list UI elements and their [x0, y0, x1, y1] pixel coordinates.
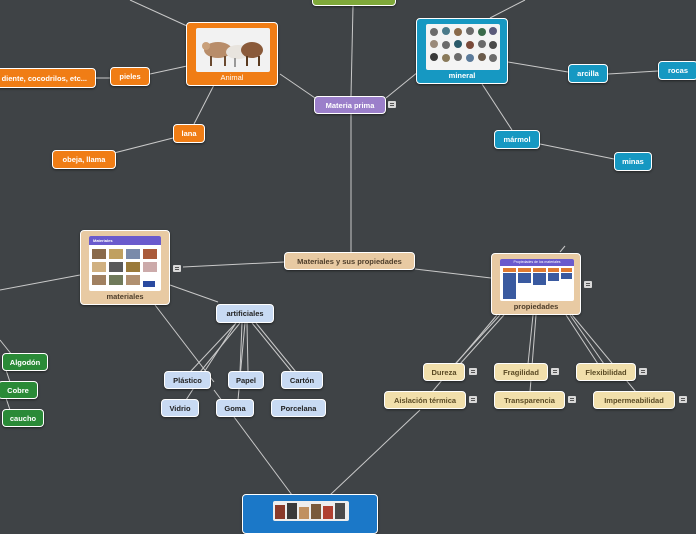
- connector-lines: [0, 0, 659, 496]
- impermeabilidad-label: Impermeabilidad: [604, 395, 664, 405]
- caucho-label: caucho: [9, 413, 37, 423]
- papel-label: Papel: [235, 375, 256, 385]
- arcilla-node[interactable]: arcilla: [568, 64, 608, 83]
- note-icon[interactable]: [551, 368, 559, 375]
- note-icon[interactable]: [469, 396, 477, 403]
- fragilidad-label: Fragilidad: [503, 367, 539, 377]
- goma-label: Goma: [224, 403, 246, 413]
- reptiles-label: diente, cocodrilos, etc...: [1, 73, 87, 83]
- animal-label: Animal: [220, 73, 244, 82]
- carton-node[interactable]: Cartón: [281, 371, 323, 389]
- top-node-partial[interactable]: [312, 0, 396, 6]
- propiedades-image: Propiedades de los materiales: [500, 259, 574, 301]
- lana-label: lana: [181, 129, 197, 138]
- fragilidad-node[interactable]: Fragilidad: [494, 363, 548, 381]
- impermeabilidad-node[interactable]: Impermeabilidad: [593, 391, 675, 409]
- porcelana-label: Porcelana: [280, 403, 317, 413]
- artificiales-label: artificiales: [226, 309, 264, 318]
- bottom-node-image: [273, 501, 349, 521]
- minas-node[interactable]: minas: [614, 152, 652, 171]
- mineral-label: mineral: [448, 71, 476, 80]
- animal-node[interactable]: Animal: [186, 22, 278, 86]
- materiales-image: Materiales: [89, 236, 161, 291]
- caucho-node[interactable]: caucho: [2, 409, 44, 427]
- lana-node[interactable]: lana: [173, 124, 205, 143]
- note-icon[interactable]: [469, 368, 477, 375]
- aislacion-termica-label: Aislación térmica: [393, 395, 457, 405]
- marmol-node[interactable]: mármol: [494, 130, 540, 149]
- minas-label: minas: [622, 157, 644, 166]
- cobre-node[interactable]: Cobre: [0, 381, 38, 399]
- central-topic-node[interactable]: Materiales y sus propiedades: [284, 252, 415, 270]
- materiales-image-title: Materiales: [89, 236, 161, 245]
- aislacion-termica-node[interactable]: Aislación térmica: [384, 391, 466, 409]
- goma-node[interactable]: Goma: [216, 399, 254, 417]
- artificiales-node[interactable]: artificiales: [216, 304, 274, 323]
- materia-prima-label: Materia prima: [325, 100, 375, 110]
- materiales-node[interactable]: Materiales materiales: [80, 230, 170, 305]
- note-icon[interactable]: [568, 396, 576, 403]
- vidrio-label: Vidrio: [169, 403, 191, 413]
- rocas-label: rocas: [667, 66, 688, 75]
- marmol-label: mármol: [503, 135, 531, 144]
- pieles-node[interactable]: pieles: [110, 67, 150, 86]
- mineral-image: [426, 24, 500, 70]
- dureza-node[interactable]: Dureza: [423, 363, 465, 381]
- note-icon[interactable]: [584, 281, 592, 288]
- plastico-node[interactable]: Plástico: [164, 371, 211, 389]
- porcelana-node[interactable]: Porcelana: [271, 399, 326, 417]
- propiedades-label: propiedades: [513, 302, 559, 311]
- pieles-label: pieles: [119, 72, 141, 81]
- note-icon[interactable]: [639, 368, 647, 375]
- transparencia-node[interactable]: Transparencia: [494, 391, 565, 409]
- carton-label: Cartón: [289, 375, 315, 385]
- note-icon[interactable]: [679, 396, 687, 403]
- dureza-label: Dureza: [431, 367, 457, 377]
- algodon-node[interactable]: Algodón: [2, 353, 48, 371]
- arcilla-label: arcilla: [577, 69, 599, 78]
- flexibilidad-label: Flexibilidad: [585, 367, 627, 377]
- propiedades-node[interactable]: Propiedades de los materiales propiedade…: [491, 253, 581, 315]
- propiedades-image-title: Propiedades de los materiales: [500, 259, 574, 266]
- vidrio-node[interactable]: Vidrio: [161, 399, 199, 417]
- papel-node[interactable]: Papel: [228, 371, 264, 389]
- central-topic-label: Materiales y sus propiedades: [297, 256, 402, 266]
- note-icon[interactable]: [388, 101, 396, 108]
- oveja-label: obeja, llama: [62, 155, 106, 164]
- note-icon[interactable]: [173, 265, 181, 272]
- materia-prima-node[interactable]: Materia prima: [314, 96, 386, 114]
- materiales-label: materiales: [106, 292, 144, 301]
- reptiles-node[interactable]: diente, cocodrilos, etc...: [0, 68, 96, 88]
- animal-image: [196, 28, 270, 72]
- cobre-label: Cobre: [7, 385, 29, 395]
- algodon-label: Algodón: [9, 357, 41, 367]
- bottom-image-node[interactable]: [242, 494, 378, 534]
- plastico-label: Plástico: [173, 375, 202, 385]
- flexibilidad-node[interactable]: Flexibilidad: [576, 363, 636, 381]
- oveja-node[interactable]: obeja, llama: [52, 150, 116, 169]
- rocas-node[interactable]: rocas: [658, 61, 696, 80]
- mineral-node[interactable]: mineral: [416, 18, 508, 84]
- transparencia-label: Transparencia: [504, 395, 555, 405]
